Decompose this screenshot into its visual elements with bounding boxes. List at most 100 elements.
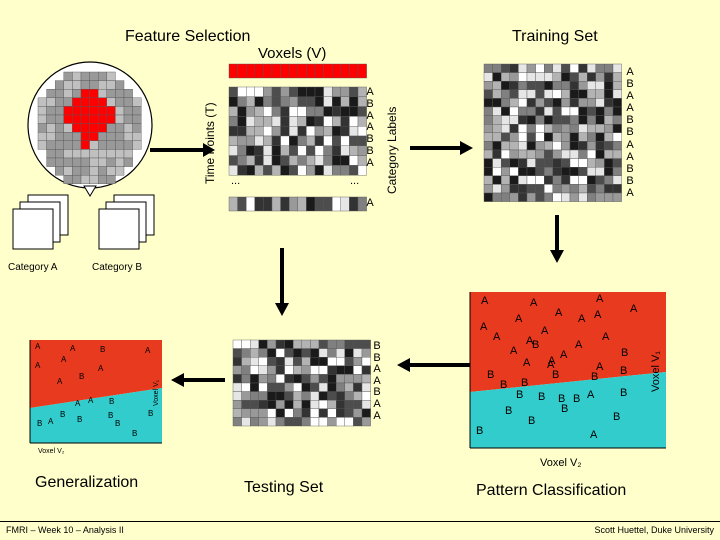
pattern-point: A (481, 295, 489, 307)
pattern-point: A (541, 325, 549, 337)
training-matrix (483, 63, 622, 202)
category-letter: A (626, 66, 634, 78)
pattern-point: B (561, 403, 569, 415)
pattern-point: B (528, 415, 536, 427)
brain-voxel (132, 140, 142, 150)
feature-cell (357, 165, 367, 176)
voxel-red-row (228, 63, 367, 79)
generalization-x-axis-label: Voxel V₂ (38, 448, 65, 455)
generalization-point: A (48, 417, 54, 426)
category-letter: A (626, 102, 634, 115)
category-letter: A (366, 86, 374, 98)
generalization-point: B (37, 419, 43, 428)
generalization-point: A (75, 399, 81, 408)
category-letter: B (373, 351, 381, 364)
category-letter: B (626, 126, 634, 139)
category-letter: B (366, 133, 374, 146)
training-set-title: Training Set (512, 28, 598, 45)
category-letter: A (373, 374, 381, 387)
feature-extra-label: A (366, 197, 374, 209)
pattern-point: A (510, 345, 518, 357)
pattern-point: A (560, 349, 568, 361)
pattern-point: A (493, 331, 501, 343)
generalization-point: A (35, 342, 41, 351)
pattern-point: B (476, 425, 484, 437)
pattern-point: A (555, 307, 563, 319)
footer-right: Scott Huettel, Duke University (594, 525, 714, 535)
pattern-x-axis-label: Voxel V₂ (540, 457, 582, 469)
arrow-left-2 (171, 373, 225, 387)
pattern-point: A (602, 331, 610, 343)
arrow-right-2 (410, 141, 473, 155)
training-cell (612, 192, 622, 202)
generalization-point: A (145, 346, 151, 355)
generalization-title: Generalization (35, 474, 139, 491)
feature-bottom-cell (357, 196, 367, 212)
pattern-classification-title: Pattern Classification (476, 482, 627, 499)
generalization-point: B (132, 429, 138, 438)
generalization-point: B (77, 415, 83, 424)
category-a-stack (12, 194, 69, 250)
pattern-point: A (547, 359, 555, 371)
category-letter: A (373, 397, 381, 410)
voxels-label: Voxels (V) (258, 45, 327, 62)
pattern-point: A (590, 429, 598, 441)
category-letter: A (626, 138, 634, 151)
pattern-point: A (515, 313, 523, 325)
brain-voxel (106, 174, 116, 184)
pattern-point: B (521, 377, 529, 389)
footer-divider (0, 521, 720, 522)
generalization-point: B (100, 345, 106, 354)
category-b-label: Category B (92, 262, 143, 273)
pattern-point: B (591, 371, 599, 383)
category-letter: B (626, 162, 634, 175)
ellipsis-left: ... (231, 175, 241, 187)
pattern-point: B (621, 347, 629, 359)
pattern-point: A (575, 339, 583, 351)
category-letter: A (373, 409, 381, 422)
arrow-right-1 (150, 143, 215, 157)
generalization-point: B (109, 397, 115, 406)
pattern-point: B (538, 391, 546, 403)
category-letter: B (366, 144, 374, 157)
category-letter: B (373, 386, 381, 399)
feature-selection-title: Feature Selection (125, 28, 251, 45)
category-letter: A (366, 121, 374, 134)
feature-matrix (228, 86, 367, 176)
brain-voxel-grid (37, 71, 142, 184)
generalization-point: A (61, 355, 67, 364)
pattern-point: B (532, 339, 540, 351)
category-b-stack (98, 194, 155, 250)
category-letter: A (366, 109, 374, 122)
pattern-point: B (558, 393, 566, 405)
pattern-point: A (530, 297, 538, 309)
category-letter: A (366, 156, 374, 169)
generalization-point: B (108, 411, 114, 420)
category-letter: A (626, 90, 634, 103)
pattern-point: B (500, 379, 508, 391)
pattern-point: A (596, 361, 604, 373)
pattern-point: A (523, 357, 531, 369)
generalization-point: A (35, 361, 41, 370)
generalization-point: B (115, 419, 121, 428)
arrow-down-1 (550, 215, 564, 263)
testing-set-title: Testing Set (244, 479, 324, 496)
arrow-down-2 (275, 248, 289, 316)
category-letter: B (373, 340, 381, 352)
category-letter: A (626, 186, 634, 199)
generalization-point: A (98, 364, 104, 373)
pattern-point: B (552, 369, 560, 381)
generalization-point: B (148, 409, 154, 418)
generalization-point: A (70, 344, 76, 353)
pattern-point: B (620, 365, 628, 377)
pattern-point: A (480, 321, 488, 333)
pattern-point: B (613, 411, 621, 423)
pattern-point: A (578, 313, 586, 325)
pattern-point: B (620, 387, 628, 399)
category-letter: B (366, 97, 374, 110)
feature-bottom-row (228, 196, 367, 212)
